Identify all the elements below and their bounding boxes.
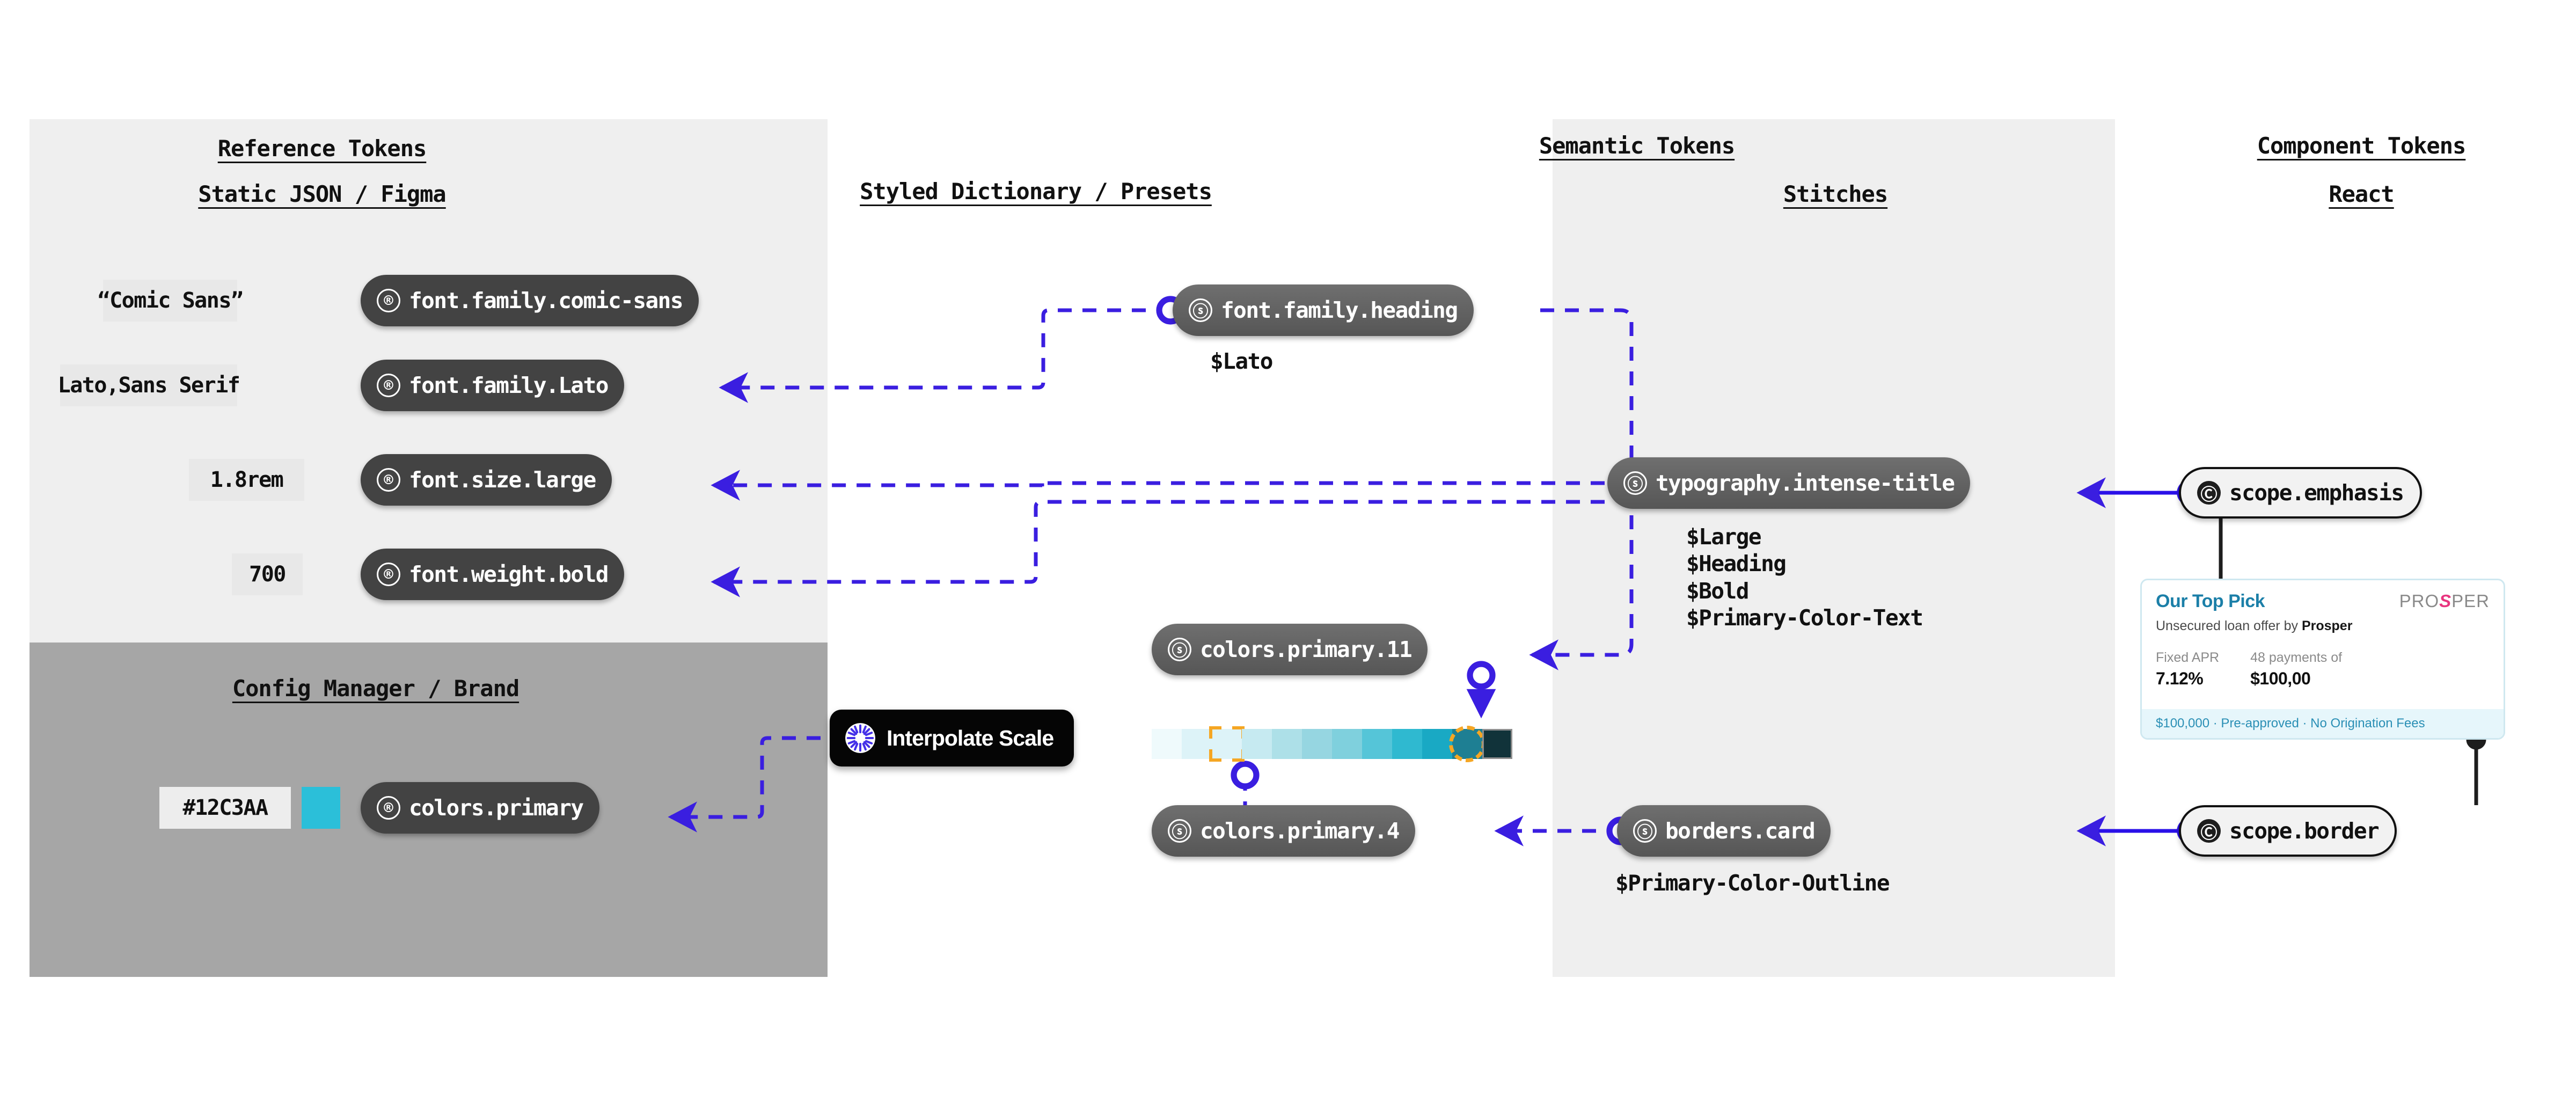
component-token-label: scope.border: [2229, 818, 2380, 844]
semantic-token-colors-primary-4[interactable]: ⓢ colors.primary.4: [1152, 805, 1415, 857]
card-stat: 48 payments of $100,00: [2250, 650, 2342, 689]
styled-dictionary-source-text: Styled Dictionary / Presets: [860, 178, 1212, 205]
color-swatch-3[interactable]: [1242, 729, 1272, 759]
config-manager-brand-title: Config Manager / Brand: [161, 675, 590, 702]
color-swatch-1[interactable]: [1182, 729, 1212, 759]
color-swatch-6[interactable]: [1332, 729, 1362, 759]
color-swatch-7[interactable]: [1362, 729, 1392, 759]
card-stat-value: 7.12%: [2156, 669, 2204, 688]
component-token-scope-border[interactable]: Ⓒ scope.border: [2179, 805, 2397, 857]
semantic-token-typography-intense-title[interactable]: ⓢ typography.intense-title: [1607, 457, 1971, 509]
burst-icon: [845, 723, 875, 753]
card-top-pick-label: Our Top Pick: [2156, 591, 2265, 611]
reference-token-label: font.size.large: [409, 467, 596, 493]
prosper-logo-post: PER: [2451, 591, 2490, 611]
reference-tokens-source-text: Static JSON / Figma: [198, 181, 446, 207]
react-source: React: [2206, 181, 2517, 207]
semantic-badge-icon: ⓢ: [1633, 819, 1657, 843]
card-stats: Fixed APR 7.12% 48 payments of $100,00: [2156, 650, 2490, 689]
color-swatch-4[interactable]: [1272, 729, 1302, 759]
semantic-token-borders-card[interactable]: ⓢ borders.card: [1617, 805, 1831, 857]
card-stat-value: $100,00: [2250, 669, 2311, 688]
stitches-source-text: Stitches: [1783, 181, 1888, 207]
reference-token-font-size-large[interactable]: ® font.size.large: [361, 454, 612, 506]
component-token-label: scope.emphasis: [2229, 480, 2404, 506]
reference-badge-icon: ®: [377, 374, 400, 397]
reference-value-chip: 700: [232, 553, 303, 595]
card-stat-key: Fixed APR: [2156, 650, 2220, 665]
card-stat: Fixed APR 7.12%: [2156, 650, 2219, 689]
semantic-tokens-title-text: Semantic Tokens: [1539, 133, 1735, 159]
reference-tokens-title: Reference Tokens: [129, 135, 515, 162]
selection-circle-marker: [1449, 726, 1485, 762]
semantic-badge-icon: ⓢ: [1168, 638, 1191, 661]
card-stat-key: 48 payments of: [2250, 650, 2343, 665]
config-manager-brand-title-text: Config Manager / Brand: [232, 675, 519, 702]
card-subtitle-brand: Prosper: [2301, 618, 2353, 633]
component-badge-icon: Ⓒ: [2197, 819, 2221, 843]
reference-value-chip: Lato,Sans Serif: [58, 364, 240, 406]
semantic-token-label: colors.primary.4: [1200, 818, 1400, 844]
color-swatch-11[interactable]: [1482, 729, 1512, 759]
semantic-token-colors-primary-11[interactable]: ⓢ colors.primary.11: [1152, 624, 1428, 675]
reference-badge-icon: ®: [377, 796, 400, 820]
reference-token-font-weight-bold[interactable]: ® font.weight.bold: [361, 549, 624, 600]
color-swatch-0[interactable]: [1152, 729, 1182, 759]
semantic-token-label: font.family.heading: [1221, 297, 1458, 323]
interpolate-scale-label: Interpolate Scale: [887, 725, 1054, 750]
brand-token-colors-primary[interactable]: ® colors.primary: [361, 782, 599, 834]
reference-badge-icon: ®: [377, 563, 400, 586]
card-subtitle: Unsecured loan offer by Prosper: [2156, 618, 2490, 634]
react-source-text: React: [2329, 181, 2394, 207]
color-swatch-9[interactable]: [1422, 729, 1452, 759]
semantic-token-label: colors.primary.11: [1200, 637, 1413, 662]
brand-color-swatch: [302, 787, 340, 829]
reference-tokens-title-text: Reference Tokens: [217, 135, 427, 162]
reference-value-chip: 1.8rem: [189, 459, 304, 501]
semantic-caption-font-family-heading: $Lato: [1210, 348, 1273, 374]
color-swatch-8[interactable]: [1392, 729, 1422, 759]
interpolate-scale-button[interactable]: Interpolate Scale: [830, 710, 1074, 766]
reference-token-font-family-lato[interactable]: ® font.family.Lato: [361, 360, 624, 411]
reference-value-chip: “Comic Sans”: [98, 280, 244, 322]
prosper-logo-pre: PRO: [2399, 591, 2440, 611]
card-footer: $100,000 · Pre-approved · No Origination…: [2142, 709, 2504, 738]
semantic-caption-borders-card: $Primary-Color-Outline: [1615, 870, 1890, 896]
color-swatch-5[interactable]: [1302, 729, 1332, 759]
reference-tokens-source: Static JSON / Figma: [107, 181, 537, 207]
reference-badge-icon: ®: [377, 289, 400, 312]
prosper-offer-card[interactable]: Our Top Pick PROSPER Unsecured loan offe…: [2140, 579, 2505, 740]
brand-value-chip: #12C3AA: [159, 787, 291, 829]
semantic-caption-typography-intense-title: $Large $Heading $Bold $Primary-Color-Tex…: [1686, 524, 1923, 631]
color-scale-ramp[interactable]: [1152, 726, 1512, 762]
semantic-badge-icon: ⓢ: [1623, 471, 1647, 495]
styled-dictionary-source: Styled Dictionary / Presets: [767, 178, 1304, 205]
reference-token-font-family-comic-sans[interactable]: ® font.family.comic-sans: [361, 275, 699, 326]
prosper-logo-mark: S: [2439, 591, 2452, 611]
prosper-logo: PROSPER: [2399, 591, 2490, 611]
color-swatch-2[interactable]: [1209, 726, 1245, 762]
semantic-token-label: borders.card: [1665, 818, 1816, 844]
component-tokens-title: Component Tokens: [2147, 133, 2576, 159]
semantic-token-label: typography.intense-title: [1656, 470, 1955, 496]
color-swatch-10[interactable]: [1449, 726, 1485, 762]
component-tokens-title-text: Component Tokens: [2257, 133, 2467, 159]
stitches-source: Stitches: [1680, 181, 1991, 207]
card-subtitle-pre: Unsecured loan offer by: [2156, 618, 2302, 633]
semantic-badge-icon: ⓢ: [1189, 298, 1212, 322]
selection-brackets-marker: [1209, 726, 1245, 762]
semantic-token-font-family-heading[interactable]: ⓢ font.family.heading: [1173, 284, 1474, 336]
reference-token-label: font.family.Lato: [409, 373, 609, 398]
reference-badge-icon: ®: [377, 468, 400, 492]
reference-token-label: font.family.comic-sans: [409, 288, 684, 313]
component-badge-icon: Ⓒ: [2197, 481, 2221, 505]
reference-token-label: font.weight.bold: [409, 561, 609, 587]
component-token-scope-emphasis[interactable]: Ⓒ scope.emphasis: [2179, 467, 2422, 519]
semantic-badge-icon: ⓢ: [1168, 819, 1191, 843]
brand-token-label: colors.primary: [409, 795, 584, 821]
semantic-tokens-title: Semantic Tokens: [1422, 133, 1851, 159]
